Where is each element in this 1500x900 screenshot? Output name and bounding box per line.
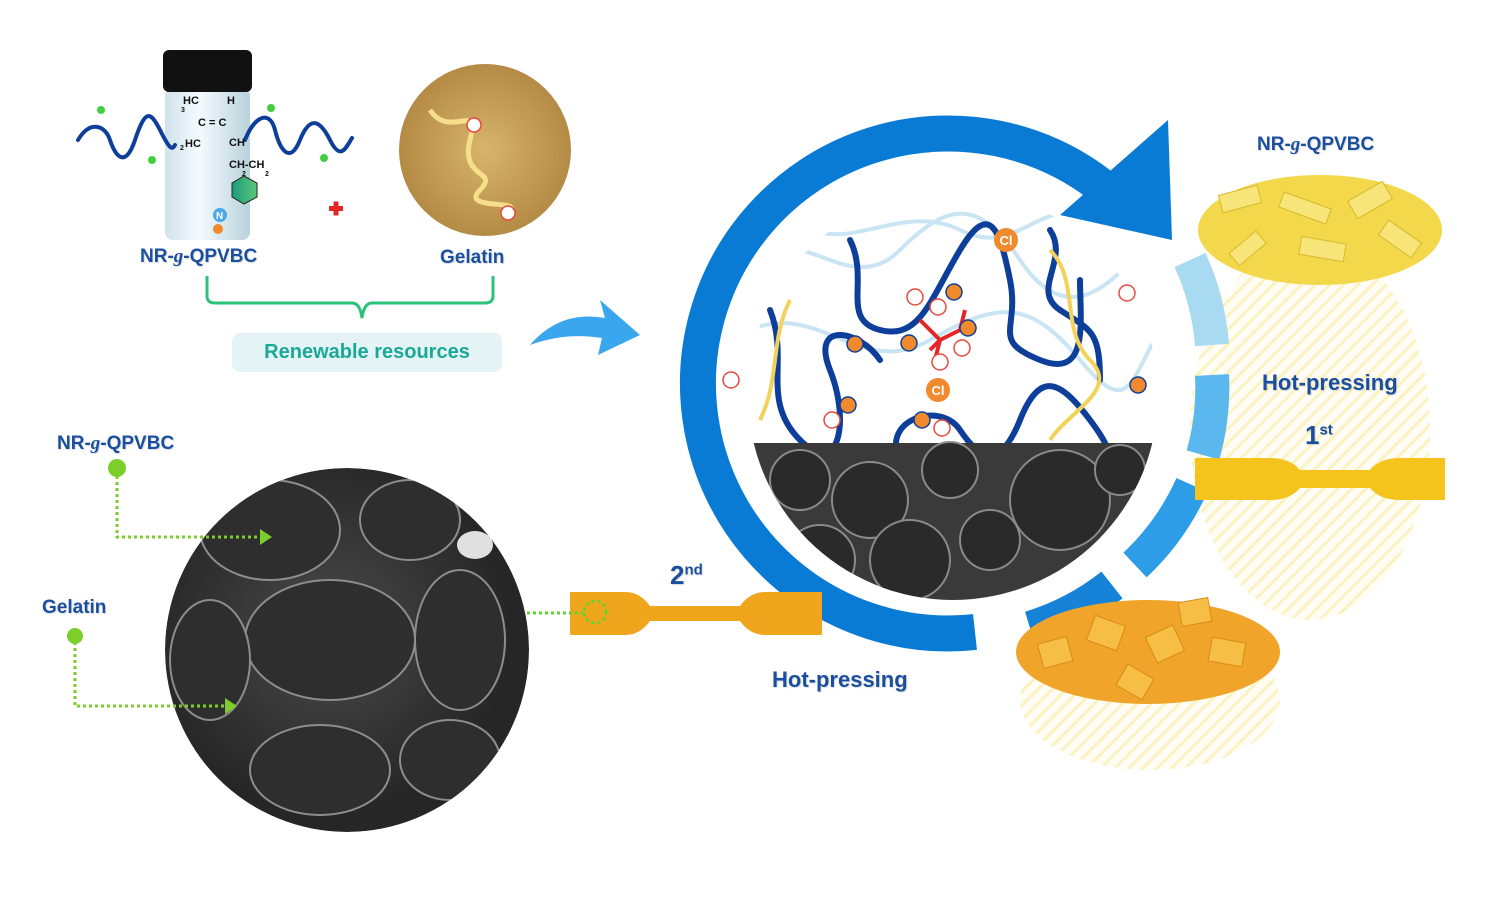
pieces-label: NR-g-QPVBC (1257, 134, 1375, 155)
svg-text:Cl: Cl (1000, 233, 1013, 248)
gelatin-label: Gelatin (440, 247, 505, 268)
svg-text:2: 2 (265, 171, 269, 178)
gelatin-image (399, 64, 571, 236)
cation-marker (1129, 376, 1147, 394)
specimen-1st-image (1195, 458, 1445, 500)
pointer-dots (67, 459, 272, 714)
polymer-chain-icon (76, 114, 354, 160)
anion-marker (931, 353, 949, 371)
anion-marker (929, 298, 947, 316)
chemical-structure: HC3 H C = C HC2 CH CH-CH 2 2 N (180, 95, 269, 234)
curved-arrow-icon (530, 300, 640, 355)
svg-text:Cl: Cl (932, 383, 945, 398)
sem-micrograph (165, 468, 529, 832)
chloride-ion: Cl (926, 378, 950, 402)
hot-pressing-label-right: Hot-pressing (1262, 370, 1398, 395)
chloride-ion: Cl (994, 228, 1018, 252)
recycled-pieces-image (1016, 596, 1280, 704)
specimen-2nd-image (570, 592, 822, 635)
svg-text:C = C: C = C (198, 117, 226, 129)
first-cycle-label: 1st (1305, 420, 1333, 450)
anion-marker (906, 288, 924, 306)
vial-icon (163, 50, 252, 240)
cation-marker (900, 334, 918, 352)
glow-stripes (1190, 240, 1430, 620)
cycle-arrow-icon (679, 115, 1230, 652)
cation-marker (846, 335, 864, 353)
cation-marker (913, 411, 931, 429)
svg-text:HC: HC (183, 95, 199, 107)
svg-text:H: H (227, 95, 235, 107)
sem-nr-label: NR-g-QPVBC (57, 433, 175, 454)
svg-text:HC: HC (185, 138, 201, 150)
ion-markers: Cl Cl (722, 228, 1147, 437)
svg-text:CH-CH: CH-CH (229, 159, 264, 171)
graft-end-icon (97, 104, 328, 164)
svg-text:CH: CH (229, 137, 245, 149)
nr-pieces-image (1198, 175, 1442, 285)
svg-text:3: 3 (181, 107, 185, 114)
second-cycle-label: 2nd (670, 560, 703, 590)
pointer-arrows (73, 470, 265, 708)
nr-g-qpvbc-label: NR-g-QPVBC (140, 246, 258, 267)
renewable-resources-badge: Renewable resources (232, 333, 502, 372)
anion-marker (933, 419, 951, 437)
cation-marker (945, 283, 963, 301)
svg-text:2: 2 (242, 171, 246, 178)
anion-marker (1118, 284, 1136, 302)
cation-marker (839, 396, 857, 414)
svg-text:N: N (216, 211, 223, 222)
hot-pressing-label-bottom: Hot-pressing (772, 667, 908, 692)
anion-marker (953, 339, 971, 357)
plus-icon (329, 201, 343, 216)
svg-text:2: 2 (180, 145, 184, 152)
anion-marker (722, 371, 740, 389)
brace (205, 276, 495, 319)
cation-marker (959, 319, 977, 337)
anion-marker (823, 411, 841, 429)
sample-spot-marker (582, 599, 608, 625)
sem-gelatin-label: Gelatin (42, 597, 107, 618)
